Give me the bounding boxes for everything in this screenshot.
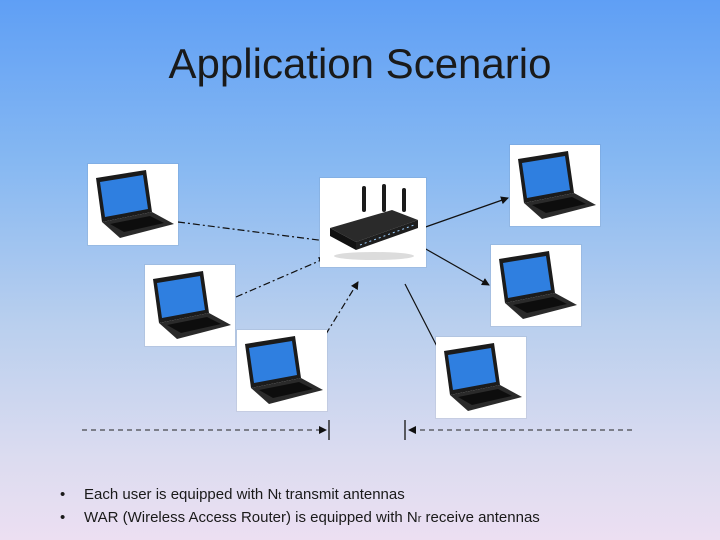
laptop-icon [153, 271, 231, 339]
bullet-subscript: r [417, 513, 422, 525]
uplink-arrow-user-1 [177, 221, 335, 246]
wireless-router-icon [330, 184, 418, 260]
bullet-receive-antennas: WAR (Wireless Access Router) is equipped… [58, 507, 540, 530]
bullet-text: receive antennas [421, 509, 540, 526]
laptop-receiver-3 [436, 337, 526, 418]
laptop-user-2 [145, 265, 235, 346]
laptop-receiver-2 [491, 245, 581, 326]
laptop-icon [96, 170, 174, 238]
uplink-arrow-user-2 [235, 257, 327, 298]
bullet-list: Each user is equipped with Nt transmit a… [58, 484, 540, 530]
laptop-user-3 [237, 330, 327, 411]
slide-title: Application Scenario [168, 40, 552, 87]
downlink-arrow-2 [416, 243, 490, 286]
laptop-icon [499, 251, 577, 319]
downlink-arrow-1 [416, 196, 509, 231]
laptop-receiver-1 [510, 145, 600, 226]
bullet-text: Each user is equipped with N [84, 486, 279, 503]
laptop-icon [518, 151, 596, 219]
wireless-access-router [320, 178, 426, 267]
laptop-icon [444, 343, 522, 411]
laptop-icon [245, 336, 323, 404]
bullet-transmit-antennas: Each user is equipped with Nt transmit a… [58, 484, 540, 507]
bullet-subscript: t [278, 490, 282, 502]
bullet-text: transmit antennas [281, 486, 405, 503]
laptop-user-1 [88, 164, 178, 245]
bullet-text: WAR (Wireless Access Router) is equipped… [84, 509, 418, 526]
